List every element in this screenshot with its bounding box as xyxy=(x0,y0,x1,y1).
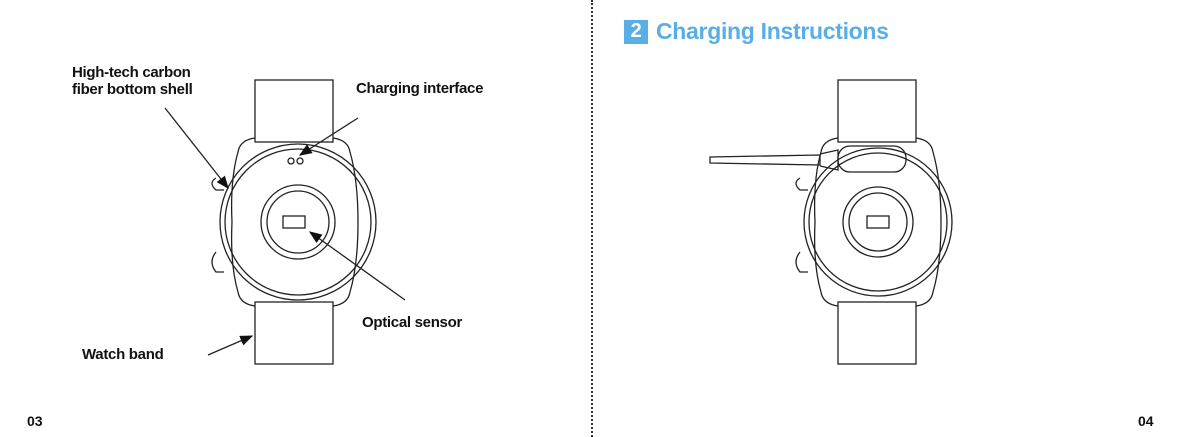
label-watch-band: Watch band xyxy=(82,346,164,363)
label-optical-sensor: Optical sensor xyxy=(362,314,463,331)
page-number-right: 04 xyxy=(1138,413,1154,429)
label-line: High-tech carbon xyxy=(72,64,191,81)
label-line: fiber bottom shell xyxy=(72,81,193,98)
section-title-text: Charging Instructions xyxy=(656,18,889,44)
watch-charging-view-right xyxy=(709,79,953,365)
section-title: 2 Charging Instructions xyxy=(624,18,889,45)
section-number-badge: 2 xyxy=(624,19,648,44)
page-divider xyxy=(591,0,593,437)
page-number-left: 03 xyxy=(27,413,43,429)
watch-back-view-left xyxy=(164,79,406,365)
label-bottom-shell: High-tech carbon fiber bottom shell xyxy=(72,64,193,98)
label-charging-interface: Charging interface xyxy=(356,80,484,97)
